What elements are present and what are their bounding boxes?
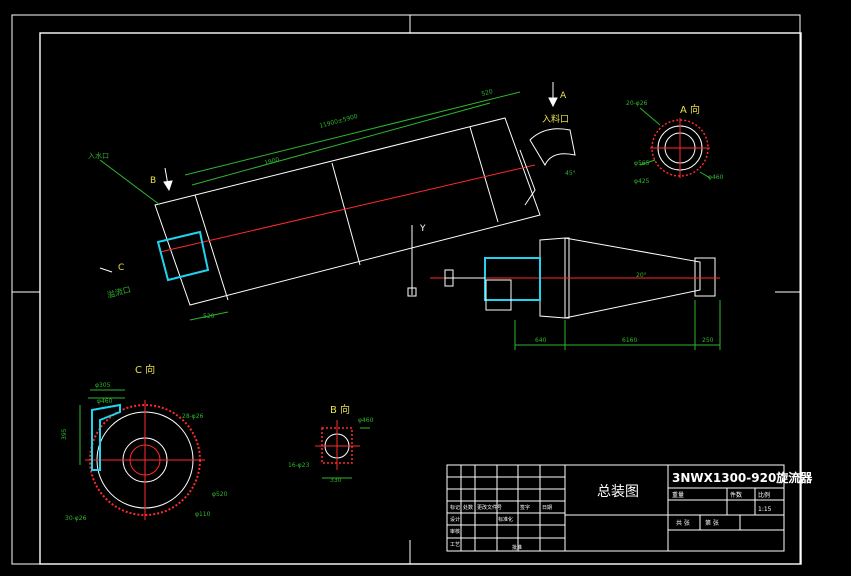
date-label: 日期 [542, 505, 552, 511]
arrow-b-head-icon [163, 180, 173, 192]
mark-label: 标记 [450, 504, 460, 511]
checker-label: 审核 [450, 528, 460, 535]
inlet-label: 入料口 [542, 113, 569, 125]
std-label: 标准化 [498, 516, 513, 523]
flange-1 [194, 194, 229, 301]
b-view-label: B 向 [330, 403, 350, 416]
centerline-main [159, 164, 536, 253]
b-view [315, 420, 370, 479]
arrow-a-label: A [560, 91, 567, 101]
b-d2: 330 [330, 477, 342, 484]
inlet-elbow [529, 128, 576, 167]
left-pipe [156, 230, 210, 282]
c-d4: φ110 [195, 511, 211, 518]
inlet-pipe [519, 149, 536, 206]
origin-mark [407, 287, 417, 297]
change-label: 更改文件号 [477, 504, 502, 511]
dim-cone-c: 250 [702, 337, 714, 344]
motor-box [485, 279, 512, 311]
c-d2: φ460 [97, 398, 113, 405]
b-d1: φ460 [358, 417, 374, 424]
dim-bottom: 520 [203, 313, 215, 320]
dim-line-1 [191, 102, 491, 186]
dim-tube-len: 1900 [264, 156, 281, 167]
a-d3: φ460 [708, 174, 724, 181]
title-block [446, 464, 785, 552]
arrow-c-label: C [118, 263, 124, 273]
c-view-label: C 向 [135, 363, 155, 376]
approve-label: 批准 [512, 544, 522, 551]
leader-water [99, 159, 161, 206]
c-holes: 28-φ26 [182, 413, 204, 420]
a-holes: 20-φ26 [626, 100, 648, 107]
dim-cone-angle: 20° [636, 272, 647, 279]
main-cylinder [99, 91, 541, 321]
designer-label: 设计 [450, 516, 460, 523]
vortex-finder [484, 257, 541, 301]
c-d1: φ305 [95, 382, 111, 389]
arrow-a-head-icon [548, 97, 558, 108]
dim-line-bottom [189, 311, 229, 321]
outlet-label: 溢流口 [106, 284, 132, 300]
water-inlet-label: 入水口 [88, 151, 109, 160]
c-holes2: 30-φ26 [65, 515, 87, 522]
dim-line-2 [184, 91, 521, 176]
sign-label: 签字 [520, 504, 530, 511]
inner-frame [39, 32, 802, 565]
sheet-count: 共 张 [676, 519, 690, 527]
sheet-title: 总装图 [597, 484, 639, 500]
dim-top: 520 [481, 88, 494, 98]
a-view [639, 107, 711, 179]
dim-main-len: 11900±5900 [319, 113, 359, 130]
arrow-c-icon [99, 267, 113, 273]
qty-label: 件数 [730, 491, 742, 499]
sheet-no: 第 张 [705, 519, 719, 527]
c-view [79, 389, 205, 520]
a-d1: φ565 [634, 160, 650, 167]
drawing-name: 3NWX1300-920旋流器 [672, 470, 813, 485]
dim-inlet-angle: 45° [565, 170, 576, 177]
c-h: 395 [61, 428, 68, 440]
dim-cone-a: 640 [535, 337, 547, 344]
ratio-label: 比例 [758, 491, 770, 499]
flange-2 [331, 162, 361, 266]
a-view-label: A 向 [680, 103, 700, 116]
dim-cone-b: 6160 [622, 337, 637, 344]
y-axis-label: Y [419, 224, 426, 234]
ratio-label-weight: 重量 [672, 491, 684, 499]
ratio-value: 1:15 [758, 506, 772, 513]
arrow-b-label: B [150, 176, 156, 186]
b-holes: 16-φ23 [288, 462, 310, 469]
view-arrows [99, 82, 558, 273]
process-label: 工艺 [450, 542, 460, 548]
count-label: 处数 [463, 504, 473, 511]
c-d3: φ520 [212, 491, 228, 498]
flange-3 [469, 126, 499, 223]
a-d2: φ425 [634, 178, 650, 185]
cone-separator [430, 237, 721, 350]
